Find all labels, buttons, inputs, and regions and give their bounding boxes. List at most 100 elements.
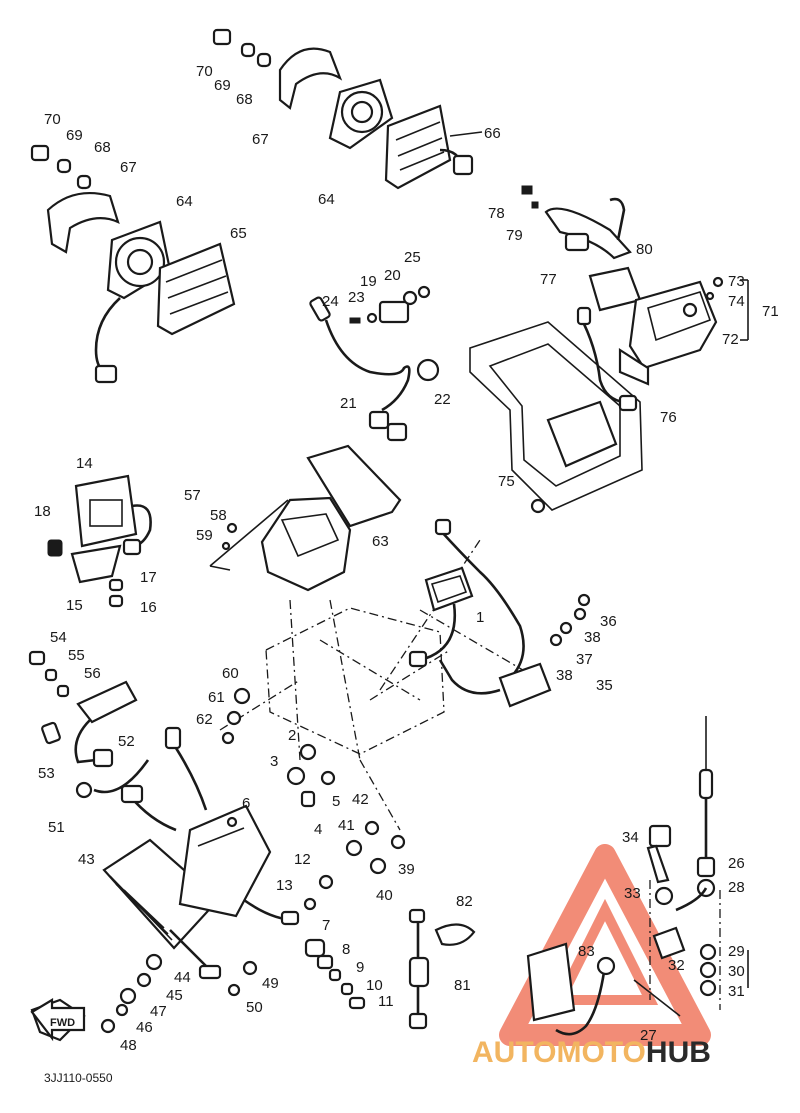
part-label: 48 [120,1037,137,1054]
part-label: 69 [66,127,83,144]
part-label: 31 [728,983,745,1000]
part-label: 56 [84,665,101,682]
part-label: 10 [366,977,383,994]
watermark-moto: MOTO [556,1036,645,1069]
part-label: 75 [498,473,515,490]
frame-outline [219,539,541,831]
part-label: 22 [434,391,451,408]
part-label: 17 [140,569,157,586]
part-label: 8 [342,941,350,958]
part-label: 68 [236,91,253,108]
fuse-holder-81 [408,908,476,1030]
part-label: 59 [196,527,213,544]
part-label: 13 [276,877,293,894]
part-label: 15 [66,597,83,614]
part-label: 60 [222,665,239,682]
part-label: 40 [376,887,393,904]
part-label: 33 [624,885,641,902]
part-label: 27 [640,1027,657,1044]
part-label: 35 [596,677,613,694]
part-label: 70 [44,111,61,128]
speaker-assembly-top [212,28,483,190]
part-label: 2 [288,727,296,744]
battery-box-43 [102,726,300,980]
part-label: 9 [356,959,364,976]
part-label: 62 [196,711,213,728]
part-label: 4 [314,821,322,838]
control-unit-1 [408,518,591,708]
watermark-hub: HUB [646,1036,711,1069]
part-label: 50 [246,999,263,1016]
part-label: 24 [322,293,339,310]
part-label: 44 [174,969,191,986]
watermark-text: AUTOMOTOHUB [472,1036,711,1069]
part-label: 69 [214,77,231,94]
part-label: 6 [242,795,250,812]
part-label: 41 [338,817,355,834]
part-label: 74 [728,293,745,310]
part-label: 83 [578,943,595,960]
part-label: 79 [506,227,523,244]
part-label: 25 [404,249,421,266]
part-label: 43 [78,851,95,868]
part-label: 64 [176,193,193,210]
controller-bracket-57 [209,444,402,592]
relay-box-14 [47,474,152,608]
instrument-panel-right [469,185,749,514]
part-label: 76 [660,409,677,426]
part-label: 3 [270,753,278,770]
watermark-auto: AUTO [472,1036,556,1069]
part-label: 61 [208,689,225,706]
part-label: 46 [136,1019,153,1036]
part-label: 18 [34,503,51,520]
part-label: 37 [576,651,593,668]
part-label: 77 [540,271,557,288]
part-label: 80 [636,241,653,258]
part-label: 67 [252,131,269,148]
part-label: 78 [488,205,505,222]
part-label: 39 [398,861,415,878]
regulator-52 [28,650,150,799]
part-label: 52 [118,733,135,750]
part-label: 36 [600,613,617,630]
part-label: 30 [728,963,745,980]
part-label: 23 [348,289,365,306]
part-label: 66 [484,125,501,142]
svg-text:AUTOMOTOHUB: AUTOMOTOHUB [472,1036,711,1069]
antenna-assembly [526,716,749,1036]
part-label: 70 [196,63,213,80]
part-label: 28 [728,879,745,896]
part-label: 12 [294,851,311,868]
part-label: 54 [50,629,67,646]
part-label: 72 [722,331,739,348]
part-label: 82 [456,893,473,910]
part-label: 29 [728,943,745,960]
part-label: 38 [584,629,601,646]
part-label: 63 [372,533,389,550]
part-label: 7 [322,917,330,934]
part-label: 14 [76,455,93,472]
part-label: 20 [384,267,401,284]
part-label: 47 [150,1003,167,1020]
part-label: 42 [352,791,369,808]
hardware-center [221,687,406,1010]
part-label: 55 [68,647,85,664]
part-label: 64 [318,191,335,208]
part-label: 53 [38,765,55,782]
part-label: 11 [378,993,394,1010]
part-label: 19 [360,273,377,290]
part-label: 34 [622,829,639,846]
part-label: 68 [94,139,111,156]
part-label: 67 [120,159,137,176]
watermark-logo [499,844,711,1046]
part-label: 16 [140,599,157,616]
part-label: 73 [728,273,745,290]
part-label: 45 [166,987,183,1004]
part-label: 5 [332,793,340,810]
part-label: 57 [184,487,201,504]
part-label: 81 [454,977,471,994]
part-labels: 70 69 68 67 64 66 70 69 68 67 64 6 5 78 7… [34,63,779,1054]
part-label: 1 [476,609,484,626]
part-label: 21 [340,395,357,412]
